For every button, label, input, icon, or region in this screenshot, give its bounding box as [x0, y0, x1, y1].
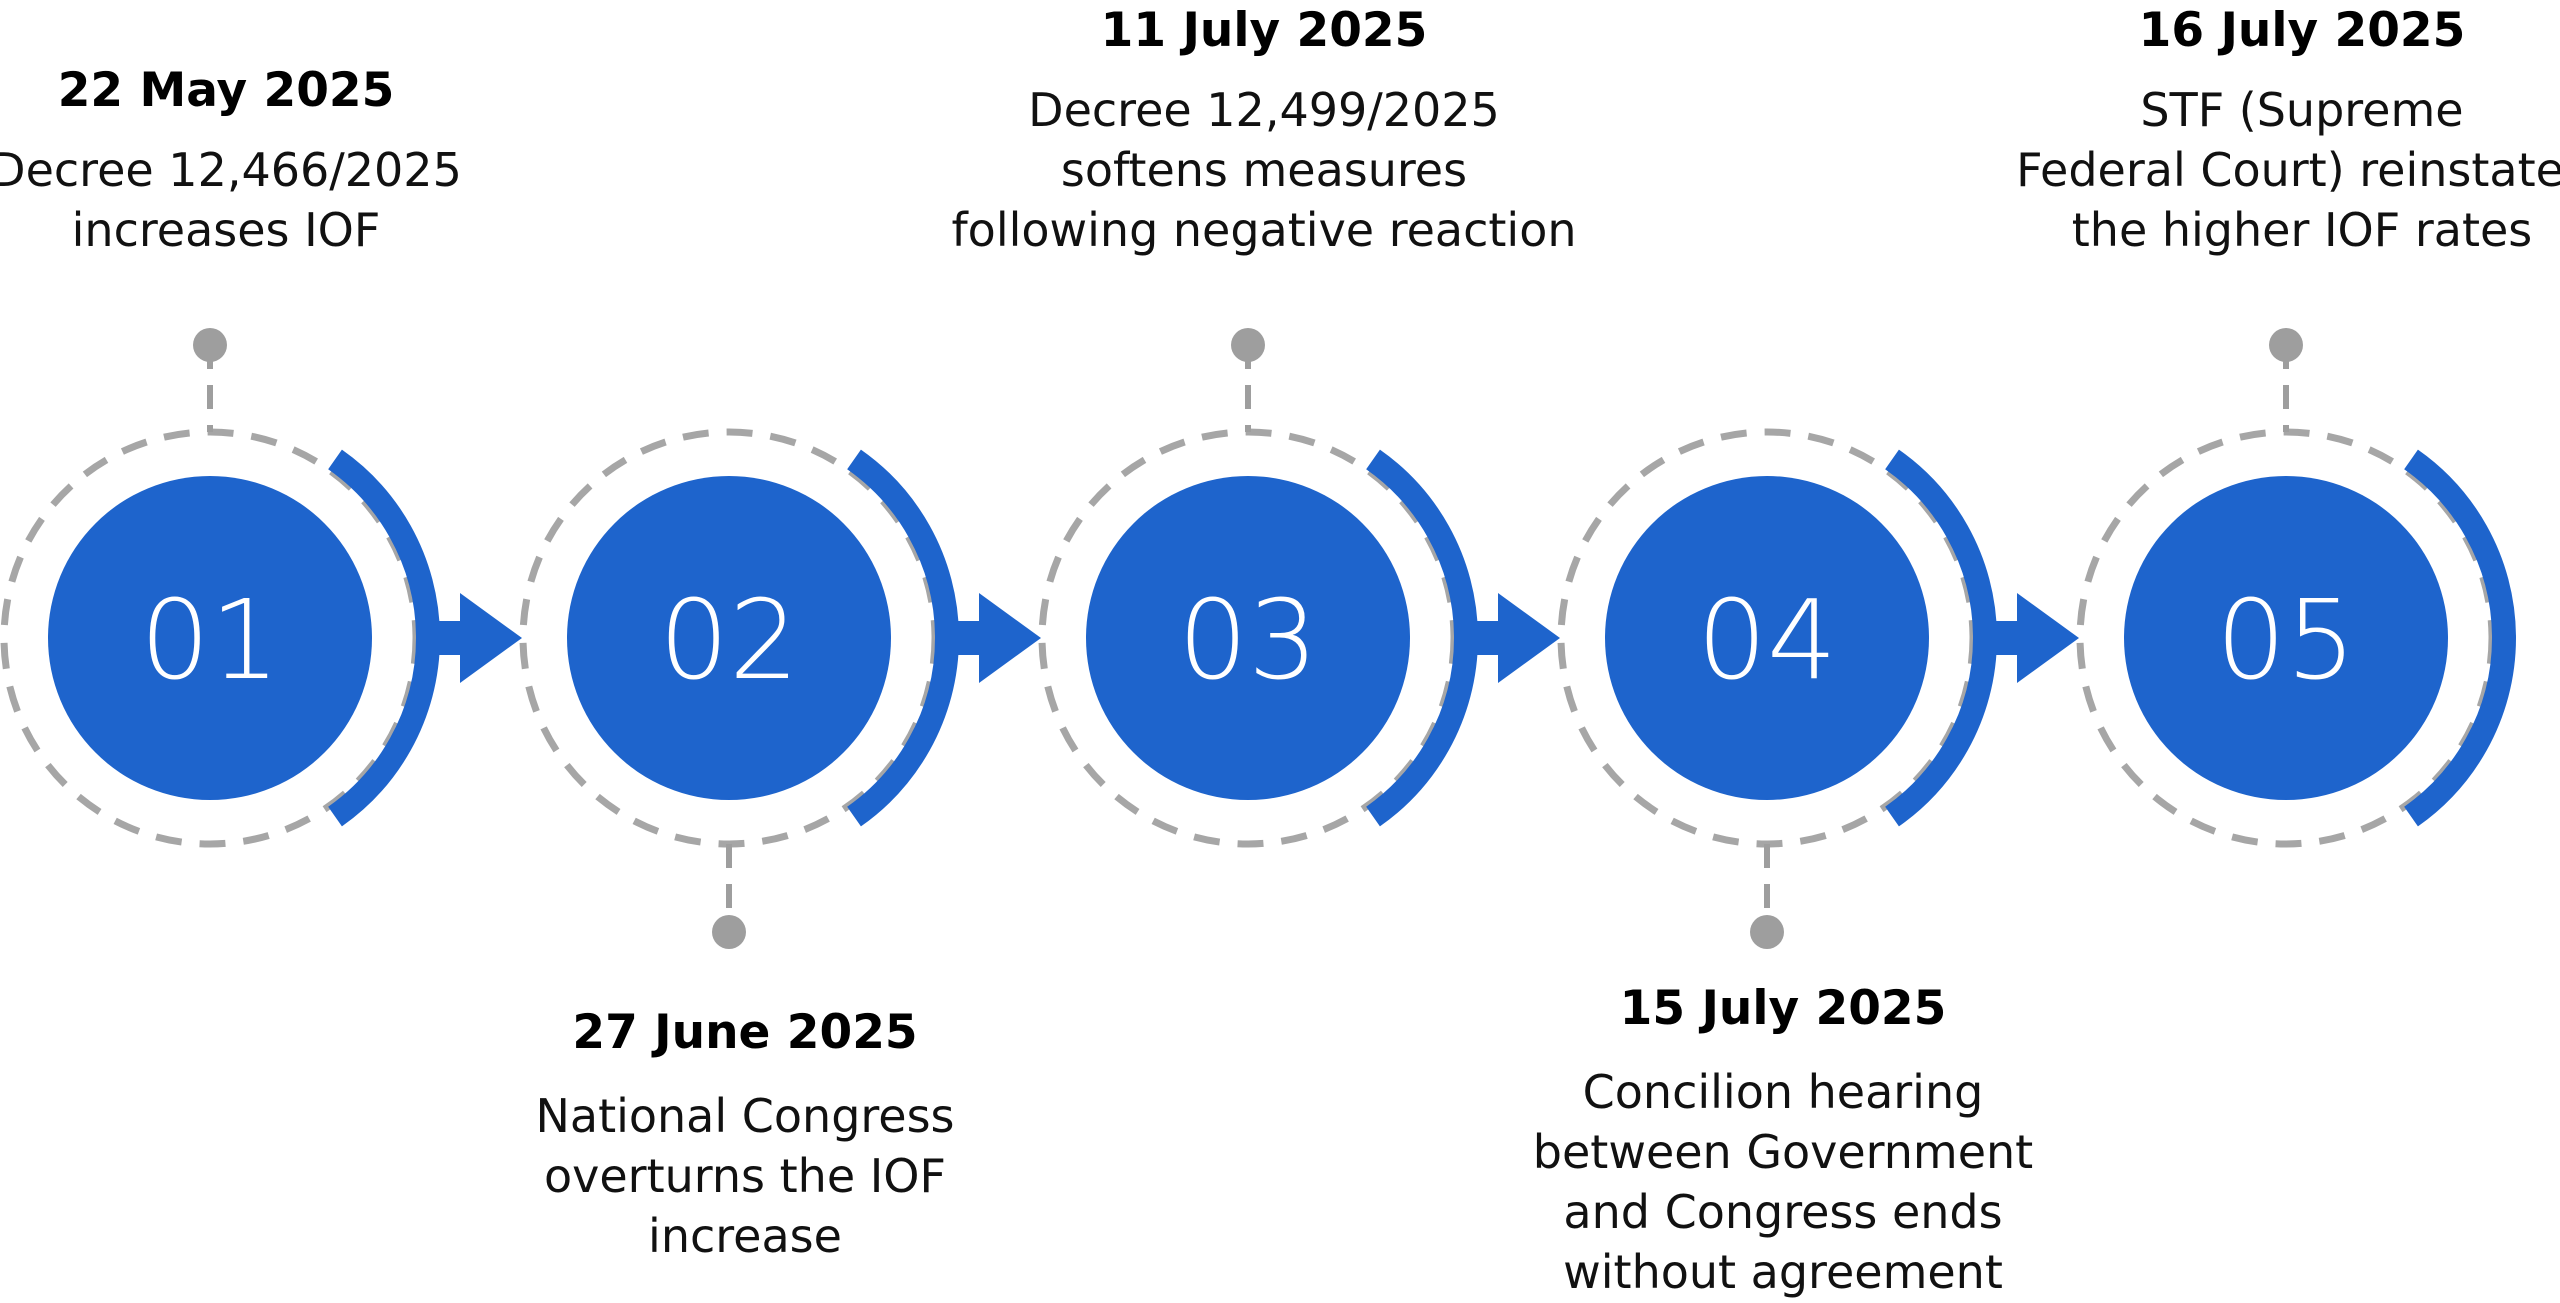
callout-dot: [712, 915, 746, 949]
connector-arrow-head: [1498, 593, 1560, 683]
progress-arc: [2404, 449, 2516, 827]
step-circle: [1086, 476, 1410, 800]
step-circle: [2124, 476, 2448, 800]
step-description-line: softens measures: [1061, 143, 1467, 197]
step-circle: [1605, 476, 1929, 800]
step-description-line: between Government: [1533, 1125, 2033, 1179]
step-description-line: increases IOF: [72, 203, 381, 257]
step-description-line: and Congress ends: [1563, 1185, 2002, 1239]
step-number: 02: [659, 576, 799, 704]
step-description-line: Concilion hearing: [1583, 1065, 1984, 1119]
step-number: 03: [1178, 576, 1318, 704]
step-number: 05: [2216, 576, 2356, 704]
progress-arc: [1366, 449, 1478, 827]
connector-arrow-head: [2017, 593, 2079, 683]
step-circle: [48, 476, 372, 800]
step-description-line: Decree 12,466/2025: [0, 143, 462, 197]
step-description-line: increase: [648, 1209, 842, 1263]
step-description-line: following negative reaction: [951, 203, 1576, 257]
step-description-line: STF (Supreme: [2140, 83, 2463, 137]
step-date: 22 May 2025: [58, 63, 395, 118]
callout-dot: [1231, 328, 1265, 362]
connector-arrow-head: [979, 593, 1041, 683]
progress-arc: [847, 449, 959, 827]
step-description-line: Federal Court) reinstates: [2016, 143, 2560, 197]
step-date: 16 July 2025: [2139, 3, 2466, 58]
step-circle: [567, 476, 891, 800]
step-description-line: overturns the IOF: [544, 1149, 946, 1203]
step-number: 04: [1697, 576, 1837, 704]
step-description-line: the higher IOF rates: [2072, 203, 2533, 257]
callout-dot: [193, 328, 227, 362]
callout-dot: [1750, 915, 1784, 949]
step-number: 01: [140, 576, 280, 704]
step-date: 15 July 2025: [1620, 981, 1947, 1036]
step-description-line: without agreement: [1563, 1245, 2003, 1299]
callout-dot: [2269, 328, 2303, 362]
progress-arc: [1885, 449, 1997, 827]
step-description-line: Decree 12,499/2025: [1028, 83, 1500, 137]
step-description-line: National Congress: [535, 1089, 954, 1143]
progress-arc: [328, 449, 440, 827]
step-date: 27 June 2025: [572, 1005, 917, 1060]
connector-arrow-head: [460, 593, 522, 683]
step-date: 11 July 2025: [1101, 3, 1428, 58]
